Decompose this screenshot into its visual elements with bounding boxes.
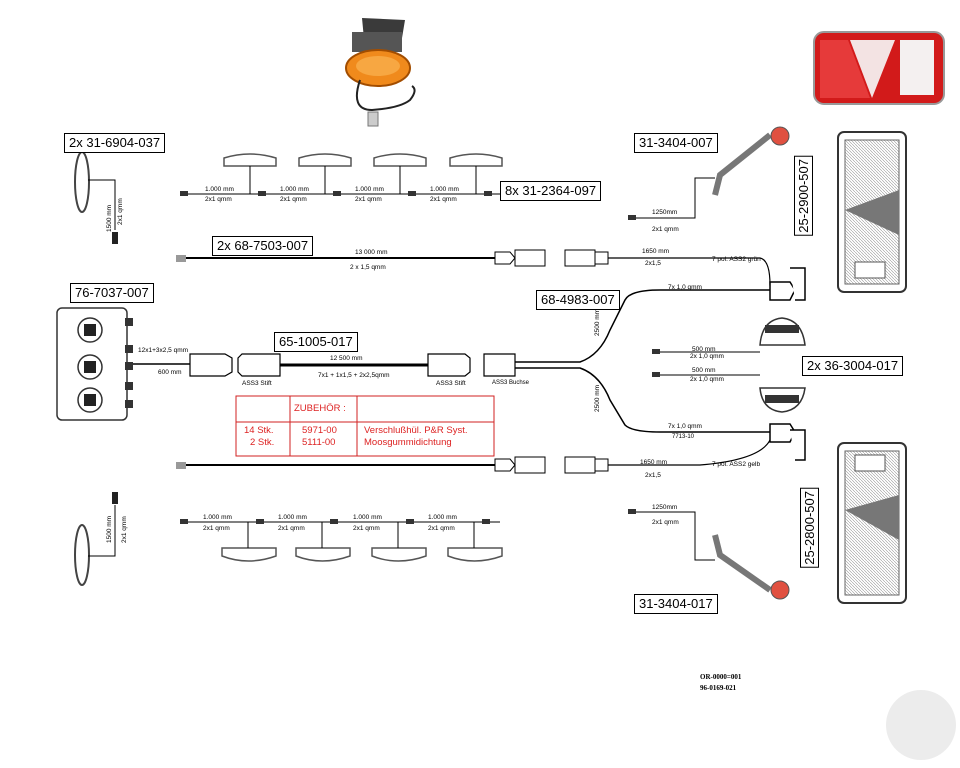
label-marker-row-top: 8x 31-2364-097 <box>500 181 602 201</box>
seg-top-2-sec: 2x1 qmm <box>280 196 307 203</box>
acc-row1-code: 5971-00 <box>302 425 337 436</box>
c1650-bot-sec: 2x1,5 <box>645 472 661 479</box>
seg-bot-3-sec: 2x1 qmm <box>353 525 380 532</box>
c500-2-len: 500 mm <box>692 367 716 374</box>
side-top-len: 1500 mm <box>106 204 113 232</box>
amber-side-lamp-photo <box>345 18 416 127</box>
acc-row1-desc: Verschlußhül. P&R Syst. <box>364 425 468 436</box>
seg-bot-4-len: 1.000 mm <box>428 514 457 521</box>
outline-lamp-top <box>628 126 790 220</box>
seg-top-4-sec: 2x1 qmm <box>430 196 457 203</box>
acc-header: ZUBEHÖR : <box>294 403 346 414</box>
footer-line1: OR-0000=001 <box>700 673 742 681</box>
side-top-sec: 2x1 qmm <box>117 198 124 225</box>
c7713: 7713-10 <box>672 434 695 440</box>
seg-bot-4-sec: 2x1 qmm <box>428 525 455 532</box>
side-bot-len: 1500 mm <box>106 515 113 543</box>
seg-top-3-len: 1.000 mm <box>355 186 384 193</box>
acc-row2-qty: 2 Stk. <box>250 437 275 448</box>
plate-lamps <box>652 317 806 413</box>
c7x1-bottom: 7x 1,0 qmm <box>668 423 702 430</box>
main-sec: 7x1 + 1x1,5 + 2x2,5qmm <box>318 372 390 379</box>
tail-lamp-photo <box>813 31 945 105</box>
label-junction-box: 76-7037-007 <box>70 283 154 303</box>
side-bot-sec: 2x1 qmm <box>121 516 128 543</box>
c1250-top-len: 1250mm <box>652 209 678 216</box>
ass3-stift-1: ASS3 Stift <box>242 380 272 387</box>
pol-gelb: 7 pol. ASS2 gelb <box>712 461 761 468</box>
seg-top-4-len: 1.000 mm <box>430 186 459 193</box>
c13000-len: 13 000 mm <box>355 249 388 256</box>
label-side-marker-top: 2x 31-6904-037 <box>64 133 166 153</box>
c7x1-top: 7x 1,0 qmm <box>668 284 702 291</box>
side-marker-bottom <box>74 492 118 586</box>
ass3-stift-2: ASS3 Stift <box>436 380 466 387</box>
seg-top-1-len: 1.000 mm <box>205 186 234 193</box>
corner-circle <box>886 690 956 760</box>
c13000-sec: 2 x 1,5 qmm <box>350 264 386 271</box>
marker-row-bottom <box>180 519 503 562</box>
main-len: 12 500 mm <box>330 355 363 362</box>
main-cable <box>189 353 516 377</box>
box-cable-len: 600 mm <box>158 369 182 376</box>
c1250-bot-len: 1250mm <box>652 504 678 511</box>
outline-lamp-bottom <box>628 509 790 600</box>
label-cable-13m: 2x 68-7503-007 <box>212 236 314 256</box>
c500-2-sec: 2x 1,0 qmm <box>690 376 724 383</box>
label-outline-bottom: 31-3404-017 <box>634 594 718 614</box>
seg-bot-1-len: 1.000 mm <box>203 514 232 521</box>
tail-lamp-top-drawing <box>837 131 907 293</box>
pol-gruen: 7 pol. ASS2 grün <box>712 256 761 263</box>
splitter-cable <box>515 267 806 461</box>
c500-1-sec: 2x 1,0 qmm <box>690 353 724 360</box>
c1250-bot-sec: 2x1 qmm <box>652 519 679 526</box>
label-splitter: 68-4983-007 <box>536 290 620 310</box>
c1650-top-sec: 2x1,5 <box>645 260 661 267</box>
seg-bot-3-len: 1.000 mm <box>353 514 382 521</box>
label-tail-bottom: 25-2800-507 <box>800 488 819 568</box>
footer-line2: 96-0169-021 <box>700 684 737 692</box>
acc-row2-desc: Moosgummidichtung <box>364 437 452 448</box>
cable-13m-bottom <box>176 434 781 474</box>
label-tail-top: 25-2900-507 <box>794 156 813 236</box>
c1650-bot-len: 1650 mm <box>640 459 668 466</box>
label-outline-top: 31-3404-007 <box>634 133 718 153</box>
accessory-table: ZUBEHÖR : 14 Stk. 5971-00 Verschlußhül. … <box>236 395 496 457</box>
seg-bot-1-sec: 2x1 qmm <box>203 525 230 532</box>
label-plate-lamps: 2x 36-3004-017 <box>802 356 904 376</box>
c500-1-len: 500 mm <box>692 346 716 353</box>
c2500-top: 2500 mm <box>594 308 601 336</box>
accessory-table-frame <box>235 395 495 457</box>
c1250-top-sec: 2x1 qmm <box>652 226 679 233</box>
seg-top-1-sec: 2x1 qmm <box>205 196 232 203</box>
c1650-top-len: 1650 mm <box>642 248 670 255</box>
cable-13m-top <box>176 249 781 291</box>
label-main-cable: 65-1005-017 <box>274 332 358 352</box>
ass3-buchse: ASS3 Buchse <box>492 380 530 386</box>
acc-row1-qty: 14 Stk. <box>244 425 274 436</box>
seg-top-3-sec: 2x1 qmm <box>355 196 382 203</box>
c2500-bottom: 2500 mm <box>594 384 601 412</box>
box-cable-sec: 12x1+3x2,5 qmm <box>138 347 189 354</box>
seg-top-2-len: 1.000 mm <box>280 186 309 193</box>
seg-bot-2-sec: 2x1 qmm <box>278 525 305 532</box>
acc-row2-code: 5111-00 <box>302 437 336 448</box>
seg-bot-2-len: 1.000 mm <box>278 514 307 521</box>
marker-row-top <box>180 153 503 196</box>
tail-lamp-bottom-drawing <box>837 442 907 604</box>
junction-box <box>56 307 190 421</box>
